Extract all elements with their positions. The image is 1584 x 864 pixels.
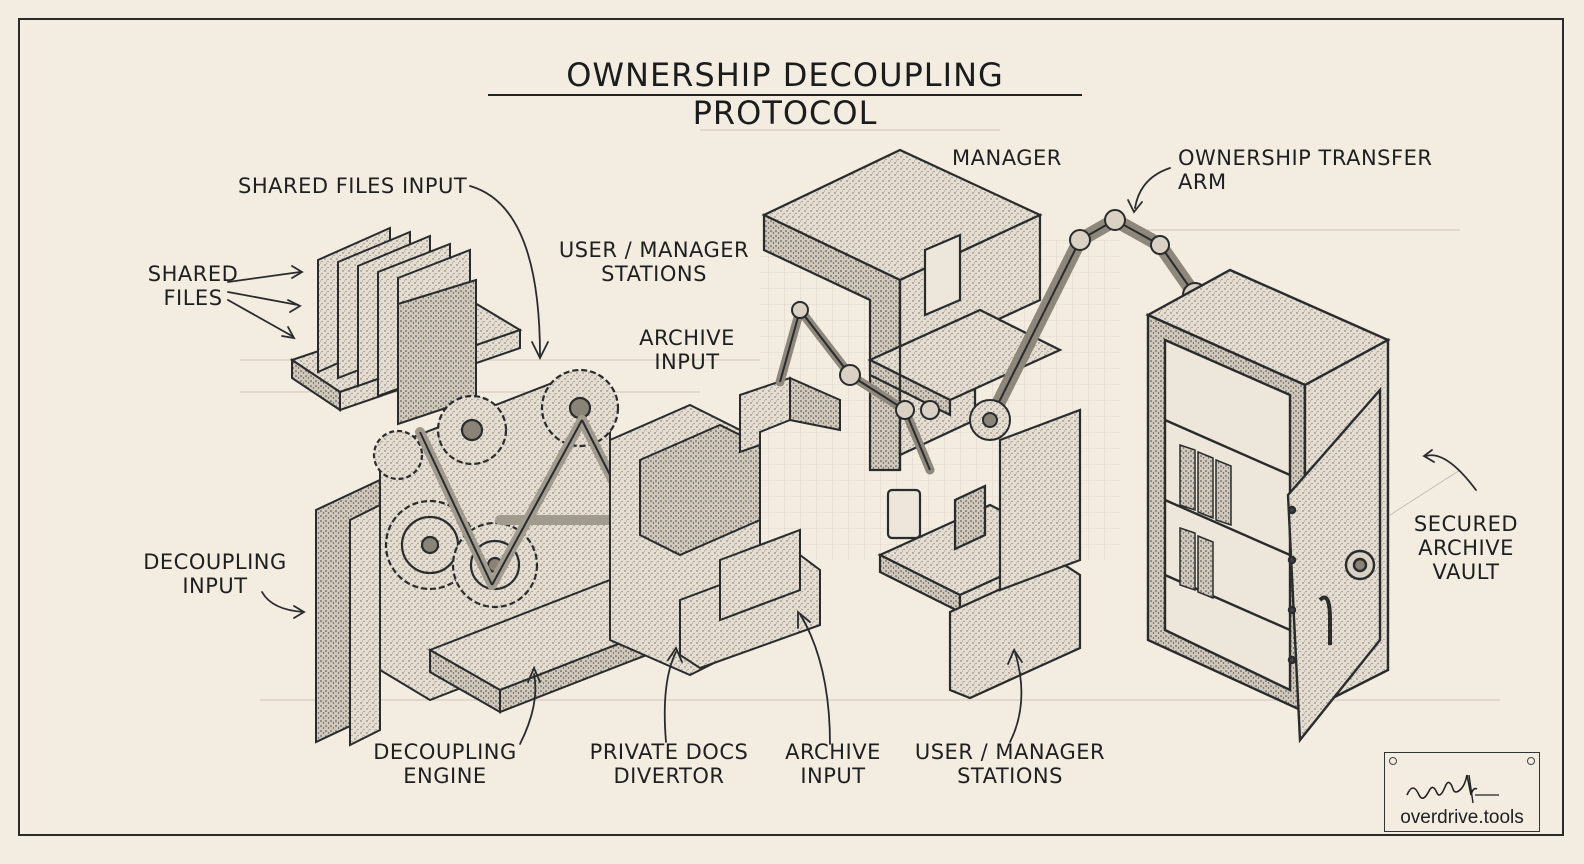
label-line: DECOUPLING — [143, 550, 287, 574]
label-archive-input-mid: ARCHIVE INPUT — [630, 326, 744, 374]
label-shared-files: SHARED FILES — [130, 262, 256, 310]
label-manager: MANAGER — [952, 146, 1062, 170]
label-line: DECOUPLING — [373, 740, 517, 764]
label-line: ARCHIVE — [785, 740, 881, 764]
label-line: ARCHIVE — [639, 326, 735, 350]
page-border — [18, 18, 1564, 836]
label-decoupling-input: DECOUPLING INPUT — [140, 550, 290, 598]
signature-logo — [1406, 774, 1499, 804]
page-title: OWNERSHIP DECOUPLING PROTOCOL — [566, 56, 1004, 132]
decoupling-input-wall — [315, 478, 381, 747]
label-line: INPUT — [654, 350, 720, 374]
label-private-docs-divertor: PRIVATE DOCS DIVERTOR — [584, 740, 754, 788]
label-line: OWNERSHIP TRANSFER — [1178, 146, 1433, 170]
label-line: STATIONS — [957, 764, 1063, 788]
archive-input-conveyor — [739, 376, 841, 454]
label-decoupling-engine: DECOUPLING ENGINE — [372, 740, 518, 788]
label-line: USER / MANAGER — [914, 740, 1106, 764]
label-line: ENGINE — [403, 764, 487, 788]
label-archive-input-bottom: ARCHIVE INPUT — [778, 740, 888, 788]
vault-binders — [1179, 443, 1232, 600]
brand-badge[interactable]: overdrive.tools — [1384, 752, 1540, 832]
label-line: INPUT — [800, 764, 866, 788]
user-manager-station — [877, 408, 1082, 700]
manager-tower — [761, 148, 1063, 472]
label-line: INPUT — [182, 574, 248, 598]
private-docs-divertor — [609, 403, 821, 677]
badge-corner-dot — [1527, 757, 1535, 765]
archive-arm — [775, 300, 940, 475]
label-line: FILES — [163, 286, 223, 310]
label-line: SHARED — [147, 262, 239, 286]
badge-corner-dot — [1389, 757, 1397, 765]
label-line: USER / MANAGER — [558, 238, 750, 262]
title-underline — [488, 94, 1082, 96]
leader-arrows — [227, 167, 1477, 745]
label-line: STATIONS — [601, 262, 707, 286]
label-line: ARCHIVE — [1418, 536, 1514, 560]
label-ownership-transfer-arm: OWNERSHIP TRANSFER ARM — [1178, 146, 1432, 194]
label-line: ARM — [1178, 170, 1227, 194]
shared-files-folders — [317, 226, 477, 426]
label-user-manager-stations-top: USER / MANAGER STATIONS — [556, 238, 752, 286]
label-line: SECURED — [1413, 512, 1519, 536]
label-line: DIVERTOR — [613, 764, 725, 788]
label-secured-archive-vault: SECURED ARCHIVE VAULT — [1404, 512, 1528, 584]
label-line: PRIVATE DOCS — [589, 740, 749, 764]
site-link[interactable]: overdrive.tools — [1400, 807, 1524, 828]
label-line: VAULT — [1432, 560, 1500, 584]
label-user-manager-stations-bottom: USER / MANAGER STATIONS — [910, 740, 1110, 788]
label-shared-files-input: SHARED FILES INPUT — [238, 174, 468, 198]
vault-door — [1286, 386, 1382, 744]
